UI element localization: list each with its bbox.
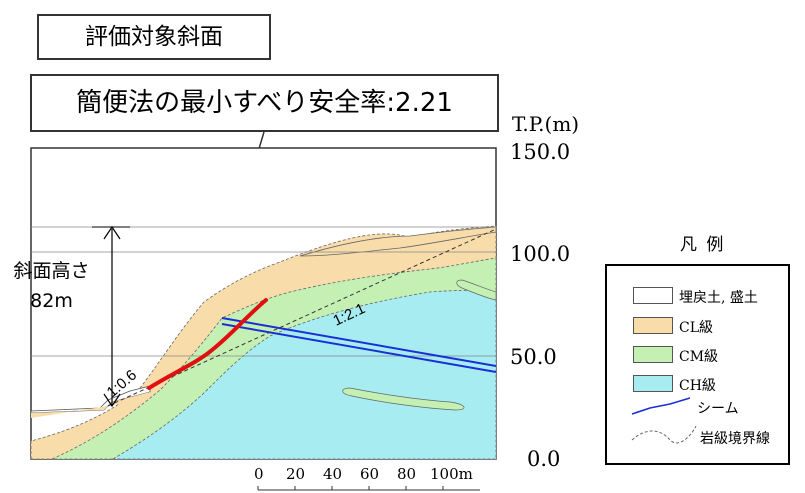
scale-tick-80: 80 [397, 465, 417, 483]
legend-label-fill: 埋戻土, 盛土 [679, 290, 758, 306]
result-text: 簡便法の最小すべり安全率:2.21 [32, 76, 497, 130]
elevation-tick-150: 150.0 [510, 140, 571, 164]
elevation-unit: T.P.(m) [512, 112, 580, 136]
legend-label-cm: CM級 [679, 349, 719, 365]
legend: 埋戻土, 盛土 CL級 CM級 CH級 シーム 岩級境界線 [605, 264, 790, 465]
slope-height: 斜面高さ 82m [4, 256, 99, 316]
elevation-tick-0: 0.0 [527, 447, 561, 471]
legend-label-cl: CL級 [679, 320, 714, 336]
title-box: 評価対象斜面 [37, 14, 271, 60]
slope-height-value: 82m [30, 290, 73, 312]
scale-tick-40: 40 [323, 465, 343, 483]
scale-tick-0: 0 [254, 465, 264, 483]
scale-tick-60: 60 [360, 465, 380, 483]
legend-title: 凡 例 [680, 235, 726, 255]
legend-label-boundary: 岩級境界線 [700, 431, 770, 447]
result-value: 2.21 [395, 88, 453, 118]
scale-tick-20: 20 [286, 465, 306, 483]
seam-line-1 [221, 317, 497, 367]
page-title: 評価対象斜面 [85, 24, 223, 50]
result-label: 簡便法の最小すべり安全率 [76, 88, 387, 118]
legend-swatch-cl [633, 317, 673, 334]
slope-height-label: 斜面高さ [13, 260, 90, 282]
legend-label-ch: CH級 [679, 378, 716, 394]
elevation-tick-100: 100.0 [510, 242, 571, 266]
result-box: 簡便法の最小すべり安全率:2.21 [30, 74, 499, 132]
scale-labels: 0 20 40 60 80 100m [240, 465, 510, 487]
slip-surface [147, 298, 268, 390]
legend-boundary-icon [631, 425, 697, 444]
legend-swatch-cm [633, 346, 673, 363]
elevation-tick-50: 50.0 [510, 345, 557, 369]
cm-lens-1 [342, 387, 465, 411]
seam-line-2 [221, 323, 497, 373]
legend-label-seam: シーム [697, 401, 739, 417]
cm-lens-2 [456, 279, 497, 301]
legend-seam-icon [631, 397, 691, 415]
result-separator: : [386, 88, 396, 118]
legend-swatch-ch [633, 375, 673, 392]
legend-swatch-fill [633, 287, 673, 304]
scale-tick-100: 100m [430, 465, 473, 483]
